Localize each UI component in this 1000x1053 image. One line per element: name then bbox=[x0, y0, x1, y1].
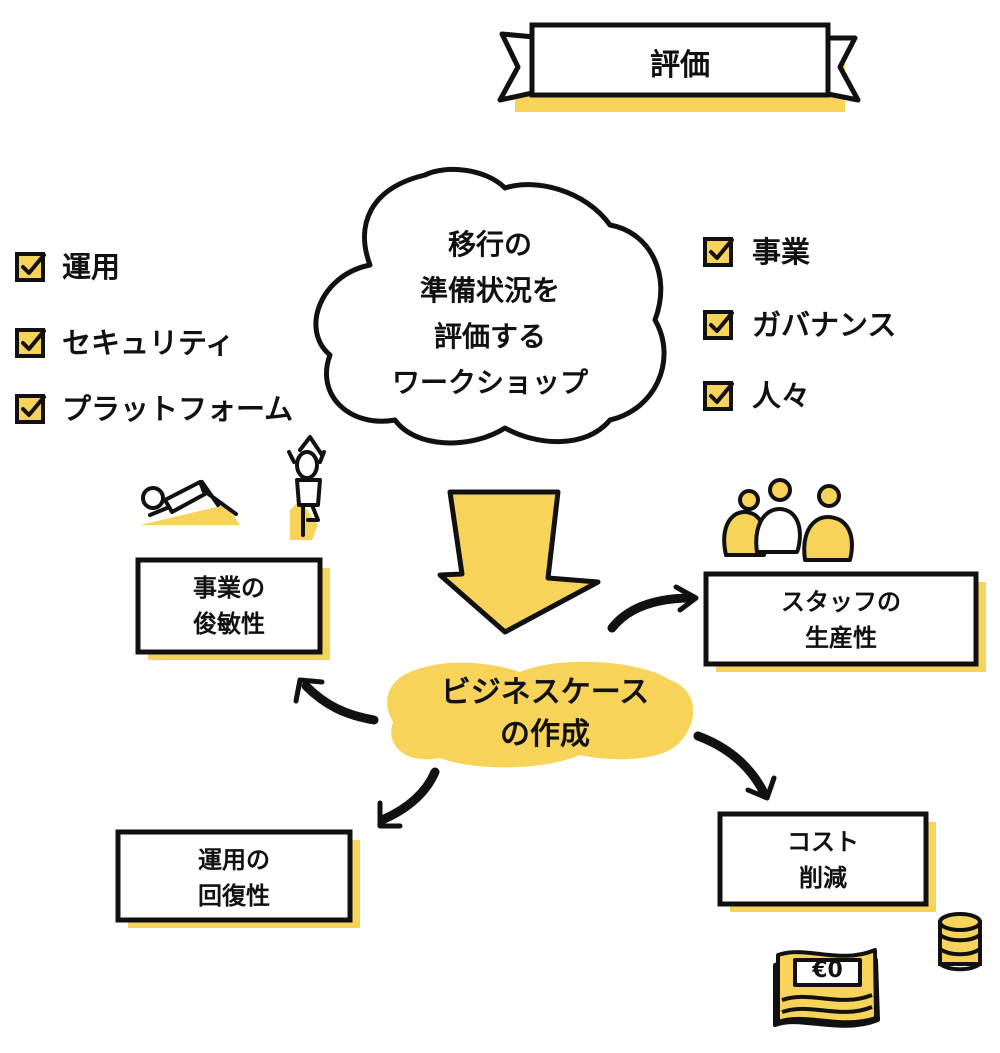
checkbox-icon bbox=[15, 394, 46, 424]
productivity-label: スタッフの 生産性 bbox=[706, 584, 976, 656]
cost-line: 削減 bbox=[799, 864, 847, 892]
workshop-cloud bbox=[313, 166, 667, 446]
resilience-label: 運用の 回復性 bbox=[118, 842, 350, 914]
page-title: 評価 bbox=[650, 48, 710, 83]
checklist-item-governance: ガバナンス bbox=[752, 308, 897, 342]
checklist-item-business: 事業 bbox=[752, 235, 811, 269]
resilience-box bbox=[115, 829, 353, 923]
checklist-item-security: セキュリティ bbox=[62, 326, 235, 360]
workshop-line: 評価する bbox=[433, 320, 546, 353]
checkbox-icon bbox=[15, 252, 46, 282]
arrowheads bbox=[293, 584, 777, 829]
workshop-label: 移行の 準備状況を 評価する ワークショップ bbox=[340, 222, 640, 406]
title-banner bbox=[497, 22, 861, 112]
connector-arrows bbox=[301, 593, 770, 825]
agility-line: 俊敏性 bbox=[193, 610, 265, 638]
checklist-item-platform: プラットフォーム bbox=[62, 392, 294, 426]
agility-box bbox=[135, 557, 323, 655]
checkbox-icon bbox=[703, 310, 734, 340]
workshop-line: 移行の bbox=[447, 228, 532, 261]
checkbox-icon bbox=[15, 328, 46, 358]
checklist-item-people: 人々 bbox=[752, 379, 811, 413]
cost-line: コスト bbox=[787, 828, 859, 856]
productivity-box bbox=[703, 571, 979, 667]
cost-box bbox=[717, 811, 929, 907]
standing-figure-icon bbox=[287, 435, 326, 540]
plank-figure-icon bbox=[140, 480, 240, 525]
agility-label: 事業の 俊敏性 bbox=[138, 570, 320, 642]
down-arrow-icon bbox=[437, 489, 601, 635]
business-case-line: の作成 bbox=[500, 717, 590, 752]
money-symbol: €0 bbox=[812, 958, 843, 983]
business-case-label: ビジネスケース の作成 bbox=[390, 672, 700, 756]
productivity-line: 生産性 bbox=[805, 624, 877, 652]
workshop-line: 準備状況を bbox=[419, 274, 560, 307]
business-case-cloud bbox=[387, 661, 694, 768]
checkbox-icon bbox=[703, 237, 734, 267]
productivity-line: スタッフの bbox=[781, 588, 901, 616]
workshop-line: ワークショップ bbox=[391, 366, 588, 399]
money-icon bbox=[773, 948, 880, 1028]
resilience-line: 回復性 bbox=[198, 882, 270, 910]
checklist-item-operations: 運用 bbox=[62, 250, 121, 284]
cost-label: コスト 削減 bbox=[720, 824, 926, 896]
checkbox-icon bbox=[703, 381, 734, 411]
resilience-line: 運用の bbox=[198, 846, 270, 874]
agility-line: 事業の bbox=[193, 574, 265, 602]
coins-icon bbox=[938, 912, 982, 972]
business-case-line: ビジネスケース bbox=[440, 675, 650, 710]
people-icon bbox=[722, 478, 854, 562]
